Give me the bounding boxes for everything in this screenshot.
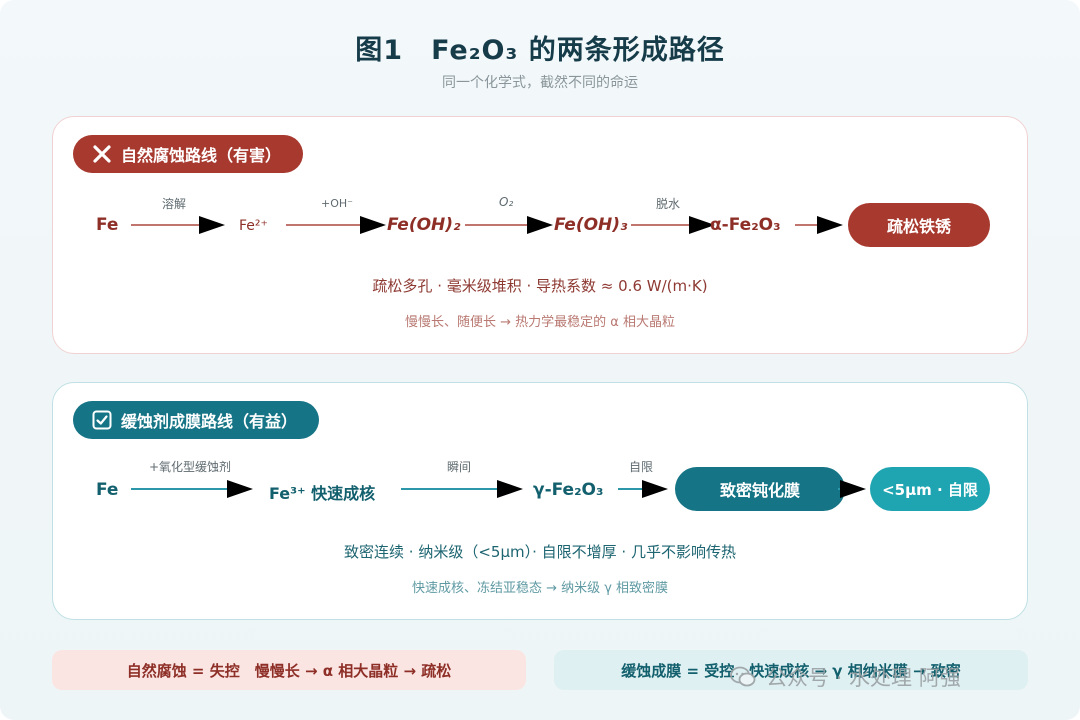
cross-icon xyxy=(91,143,113,165)
summary-inhibitor: 缓蚀成膜 = 受控 快速成核 → γ 相纳米膜 → 致密 xyxy=(554,650,1028,690)
arrow-film-to-selflimit xyxy=(838,480,866,498)
inhibitor-film-card: 缓蚀剂成膜路线（有益） Fe +氧化型缓蚀剂 Fe³⁺ 快速成核 瞬间 γ-Fe… xyxy=(52,382,1028,620)
inhibitor-route-badge: 缓蚀剂成膜路线（有益） xyxy=(73,401,320,439)
summary-natural: 自然腐蚀 = 失控 慢慢长 → α 相大晶粒 → 疏松 xyxy=(52,650,526,690)
node-feoh3: Fe(OH)₃ xyxy=(554,215,628,235)
loose-rust-node: 疏松铁锈 xyxy=(848,203,990,247)
figure-label: 图1 xyxy=(355,35,404,66)
watermark-text: 公众号 · 水处理 阿强 xyxy=(766,666,961,690)
arrow-fe3-to-gamma xyxy=(401,480,523,498)
inhibitor-desc-sub: 快速成核、冻结亚稳态 → 纳米级 γ 相致密膜 xyxy=(411,581,669,596)
natural-route-label: 自然腐蚀路线（有害） xyxy=(121,146,282,165)
selflimit-thickness-node: <5μm · 自限 xyxy=(870,467,990,511)
arrow-feoh3-to-alpha xyxy=(631,216,715,234)
natural-desc-sub: 慢慢长、随便长 → 热力学最稳定的 α 相大晶粒 xyxy=(405,315,675,330)
node-gamma-fe2o3: γ-Fe₂O₃ xyxy=(533,480,604,500)
dense-passive-film-node: 致密钝化膜 xyxy=(675,467,845,511)
watermark: 公众号 · 水处理 阿强 xyxy=(730,662,961,692)
figure-title: 图1 Fe₂O₃ 的两条形成路径 xyxy=(0,28,1080,67)
wechat-icon xyxy=(730,666,756,688)
arrow-fe-to-fe3 xyxy=(131,480,253,498)
node-fe-inhibitor: Fe xyxy=(96,480,119,500)
figure-subtitle: 同一个化学式，截然不同的命运 xyxy=(442,75,638,91)
arrow-feoh2-to-feoh3 xyxy=(465,216,553,234)
natural-desc-main: 疏松多孔 · 毫米级堆积 · 导热系数 ≈ 0.6 W/(m·K) xyxy=(372,277,708,295)
arrow-label-oh: +OH⁻ xyxy=(321,197,353,210)
arrow-alpha-to-rust xyxy=(795,216,843,234)
arrow-label-selflimit: 自限 xyxy=(629,460,654,474)
inhibitor-desc-main: 致密连续 · 纳米级（<5μm）· 自限不增厚 · 几乎不影响传热 xyxy=(344,543,736,561)
arrow-label-dissolve: 溶解 xyxy=(162,197,187,211)
arrow-label-dehydrate: 脱水 xyxy=(656,197,681,211)
arrow-label-inhibitor: +氧化型缓蚀剂 xyxy=(149,460,232,474)
node-alpha-fe2o3: α-Fe₂O₃ xyxy=(710,215,781,235)
title-text: Fe₂O₃ 的两条形成路径 xyxy=(431,35,725,66)
inhibitor-route-label: 缓蚀剂成膜路线（有益） xyxy=(121,412,298,431)
natural-route-badge: 自然腐蚀路线（有害） xyxy=(73,135,304,173)
checkbox-icon xyxy=(91,409,113,431)
arrow-label-instant: 瞬间 xyxy=(447,460,472,474)
node-fe3-nucleation: Fe³⁺ 快速成核 xyxy=(269,484,376,503)
node-fe: Fe xyxy=(96,215,119,235)
node-feoh2: Fe(OH)₂ xyxy=(387,215,461,235)
node-fe2: Fe²⁺ xyxy=(239,218,268,234)
arrow-gamma-to-film xyxy=(618,480,668,498)
natural-corrosion-card: 自然腐蚀路线（有害） Fe 溶解 Fe²⁺ +OH⁻ Fe(OH)₂ O₂ Fe… xyxy=(52,116,1028,354)
arrow-fe2-to-feoh2 xyxy=(286,216,386,234)
arrow-label-o2: O₂ xyxy=(499,195,514,209)
arrow-fe-to-fe2 xyxy=(131,216,225,234)
